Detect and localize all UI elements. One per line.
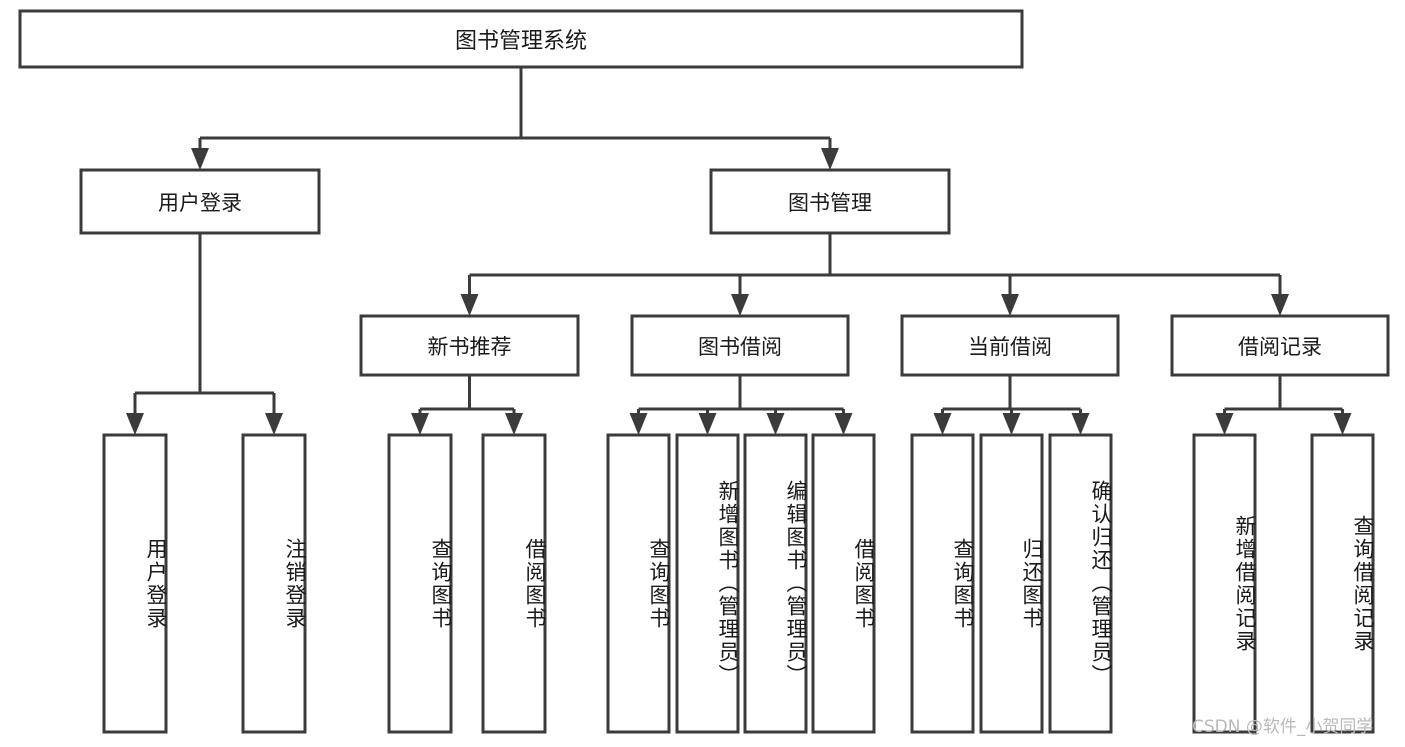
level2-box — [1170, 314, 1390, 377]
arrow-head-icon — [629, 413, 648, 435]
leaf-box — [979, 433, 1044, 734]
arrow-head-icon — [505, 413, 523, 435]
leaf-box — [102, 433, 168, 734]
watermark-text: CSDN @软件_小贺同学 — [1192, 717, 1374, 737]
arrow-head-icon — [460, 294, 479, 316]
arrow-head-icon — [191, 148, 209, 170]
leaf-box — [743, 433, 808, 734]
level2-box — [900, 314, 1120, 377]
leaf-box — [606, 433, 671, 734]
root-box — [18, 9, 1024, 69]
arrow-head-icon — [1071, 413, 1090, 435]
leaf-box — [910, 433, 975, 734]
leaf-box — [1048, 433, 1113, 734]
leaf-box — [1192, 433, 1257, 734]
arrow-head-icon — [698, 413, 717, 435]
leaf-box — [481, 433, 547, 734]
level1-box — [79, 168, 321, 235]
leaf-box — [1310, 433, 1375, 734]
leaf-box — [241, 433, 307, 734]
level2-box — [359, 314, 580, 377]
arrow-head-icon — [1002, 413, 1021, 435]
connector-lines — [126, 67, 1352, 435]
arrow-head-icon — [933, 413, 952, 435]
arrow-head-icon — [731, 294, 749, 316]
leaf-box — [387, 433, 453, 734]
arrow-head-icon — [821, 148, 839, 170]
node-boxes — [18, 9, 1390, 734]
leaf-box — [811, 433, 876, 734]
arrow-head-icon — [766, 413, 785, 435]
arrow-head-icon — [1333, 413, 1352, 435]
arrow-head-icon — [1271, 294, 1289, 316]
arrow-head-icon — [411, 413, 429, 435]
level2-box — [630, 314, 850, 377]
level1-box — [709, 168, 951, 235]
arrow-head-icon — [834, 413, 853, 435]
arrow-head-icon — [1215, 413, 1234, 435]
leaf-box — [675, 433, 740, 734]
arrow-head-icon — [1001, 294, 1019, 316]
arrow-head-icon — [126, 413, 144, 435]
arrow-head-icon — [265, 413, 283, 435]
